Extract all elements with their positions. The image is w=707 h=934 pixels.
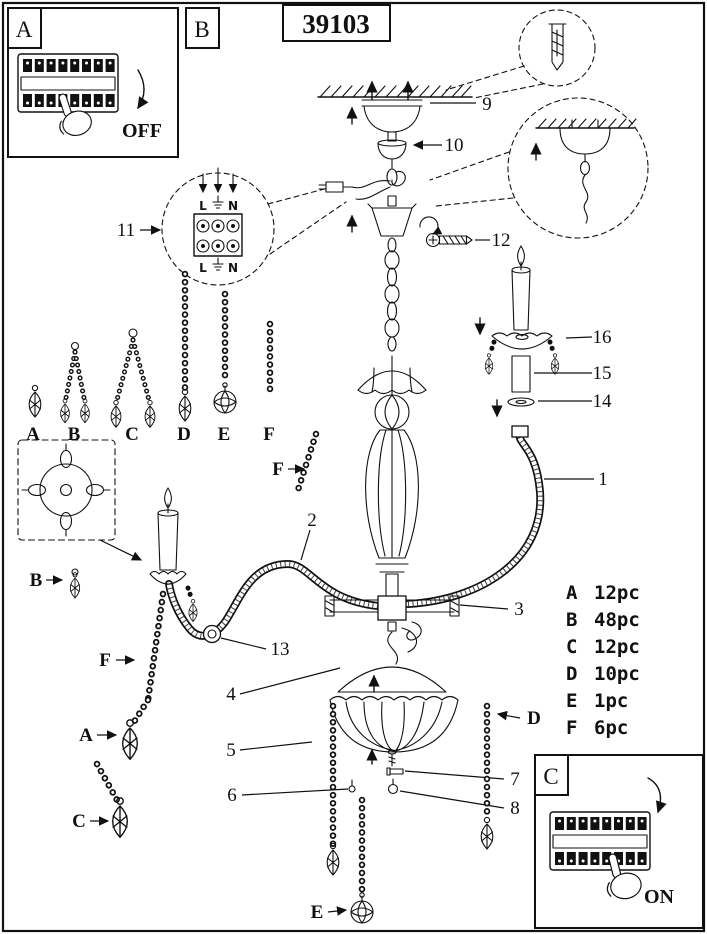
chandelier-body xyxy=(357,355,427,599)
parts-row-letter: A xyxy=(566,582,578,604)
callout-2: 2 xyxy=(307,510,317,531)
hanging-bead-strings: D E xyxy=(311,702,541,924)
parts-row-letter: E xyxy=(566,690,577,712)
pendant-callout-b: B xyxy=(30,570,43,591)
callout-6: 6 xyxy=(227,785,237,806)
hub-top-view-detail xyxy=(17,439,143,561)
pendant-callout-f: F xyxy=(99,650,111,671)
parts-row-letter: C xyxy=(566,636,577,658)
ceiling-mount: 9 10 xyxy=(317,80,492,169)
inset-c-label: C xyxy=(543,764,558,789)
anchor-detail xyxy=(445,9,596,99)
crystal-legend: A B C D E F xyxy=(26,270,275,445)
callout-7: 7 xyxy=(510,769,520,790)
right-arm: 1 xyxy=(404,425,608,608)
parts-row-qty: 1pc xyxy=(594,690,628,712)
earth-symbol xyxy=(212,195,224,209)
earth-symbol xyxy=(212,257,224,271)
model-number: 39103 xyxy=(302,9,370,39)
legend-letter-c: C xyxy=(125,424,139,445)
screw-part-12: 12 xyxy=(419,216,511,251)
legend-letter-b: B xyxy=(68,424,81,445)
terminal-l-bottom: L xyxy=(199,261,207,275)
legend-letter-e: E xyxy=(218,424,231,445)
on-label: ON xyxy=(644,886,675,908)
callout-5: 5 xyxy=(226,740,236,761)
parts-row-qty: 12pc xyxy=(594,582,640,604)
left-arm: 13 2 xyxy=(165,510,382,660)
callout-11: 11 xyxy=(117,220,135,241)
inset-a-label: A xyxy=(16,17,33,42)
terminal-n-bottom: N xyxy=(228,261,238,275)
parts-row-qty: 48pc xyxy=(594,609,640,631)
callout-3: 3 xyxy=(514,599,524,620)
parts-row-qty: 12pc xyxy=(594,636,640,658)
stem-top-assembly xyxy=(318,168,417,352)
callout-14: 14 xyxy=(593,391,613,412)
canopy-detail xyxy=(429,97,649,239)
callout-15: 15 xyxy=(593,363,612,384)
legend-letter-a: A xyxy=(26,424,40,445)
parts-row-qty: 6pc xyxy=(594,717,628,739)
terminal-n-top: N xyxy=(228,199,238,213)
parts-row-letter: F xyxy=(566,717,577,739)
title-box: 39103 xyxy=(282,4,391,42)
callout-10: 10 xyxy=(445,135,464,156)
off-label: OFF xyxy=(122,120,162,142)
callout-9: 9 xyxy=(482,94,492,115)
inset-breaker-off: A OFF xyxy=(7,7,179,158)
pendant-callout-d: D xyxy=(527,708,541,729)
left-candle xyxy=(149,487,198,622)
legend-letter-f: F xyxy=(263,424,275,445)
parts-list: A 12pc B 48pc C 12pc D 10pc E 1pc F 6pc xyxy=(566,582,640,739)
callout-1: 1 xyxy=(598,469,608,490)
section-b-box: B xyxy=(185,7,220,49)
finial-parts: 6 7 8 xyxy=(227,748,520,819)
breaker-panel-on xyxy=(549,811,651,871)
pendant-callout-a: A xyxy=(79,725,93,746)
legend-letter-d: D xyxy=(177,424,191,445)
parts-row-letter: B xyxy=(566,609,577,631)
terminal-block-detail: L N L N 11 xyxy=(117,167,347,286)
bottom-bowl: 4 5 xyxy=(226,666,459,761)
on-direction-arrow-icon xyxy=(647,777,667,814)
callout-13: 13 xyxy=(271,639,290,660)
arm-hub: 3 xyxy=(324,595,524,665)
parts-row-qty: 10pc xyxy=(594,663,640,685)
callout-8: 8 xyxy=(510,798,520,819)
terminal-l-top: L xyxy=(199,199,207,213)
loose-pendants: B F F A C xyxy=(30,430,320,838)
right-candle-exploded: 16 15 14 xyxy=(474,245,613,418)
callout-4: 4 xyxy=(226,684,236,705)
pendant-callout-e: E xyxy=(311,902,324,923)
section-b-label: B xyxy=(194,17,209,42)
callout-12: 12 xyxy=(492,230,511,251)
callout-16: 16 xyxy=(593,327,612,348)
parts-row-letter: D xyxy=(566,663,577,685)
off-direction-arrow-icon xyxy=(137,69,149,110)
pendant-callout-f2: F xyxy=(272,459,284,480)
pendant-callout-c: C xyxy=(72,811,86,832)
inset-breaker-on: C ON xyxy=(534,754,704,929)
